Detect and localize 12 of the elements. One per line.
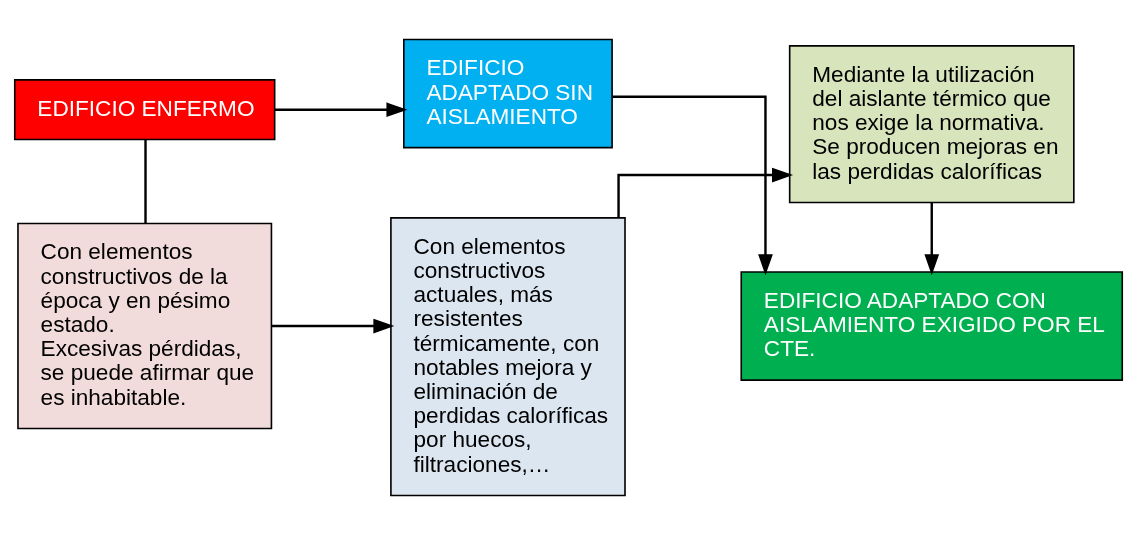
node-box: Con elementos constructivos de la época y en pésimo estado. Excesivas pérdidas, se puede afirmar que es inhabitable. — [17, 222, 273, 429]
arrow — [617, 167, 794, 218]
node-box: EDIFICIO ADAPTADO SIN AISLAMIENTO — [403, 38, 613, 148]
node-box: Mediante la utilización del aislante térmico que nos exige la normativa. Se producen mejoras en las perdidas caloríficas — [788, 44, 1075, 203]
node-box: EDIFICIO ENFERMO — [13, 78, 276, 140]
arrow — [271, 318, 395, 333]
node-box: Con elementos constructivos actuales, más resistentes térmicamente, con notables mejora y eliminación de perdidas caloríficas por huecos, filtraciones,… — [390, 216, 626, 496]
arrow — [924, 202, 940, 275]
node-box: EDIFICIO ADAPTADO CON AISLAMIENTO EXIGIDO POR EL CTE. — [740, 270, 1124, 381]
connector — [144, 139, 147, 223]
arrow — [612, 95, 773, 275]
arrow — [274, 101, 408, 117]
